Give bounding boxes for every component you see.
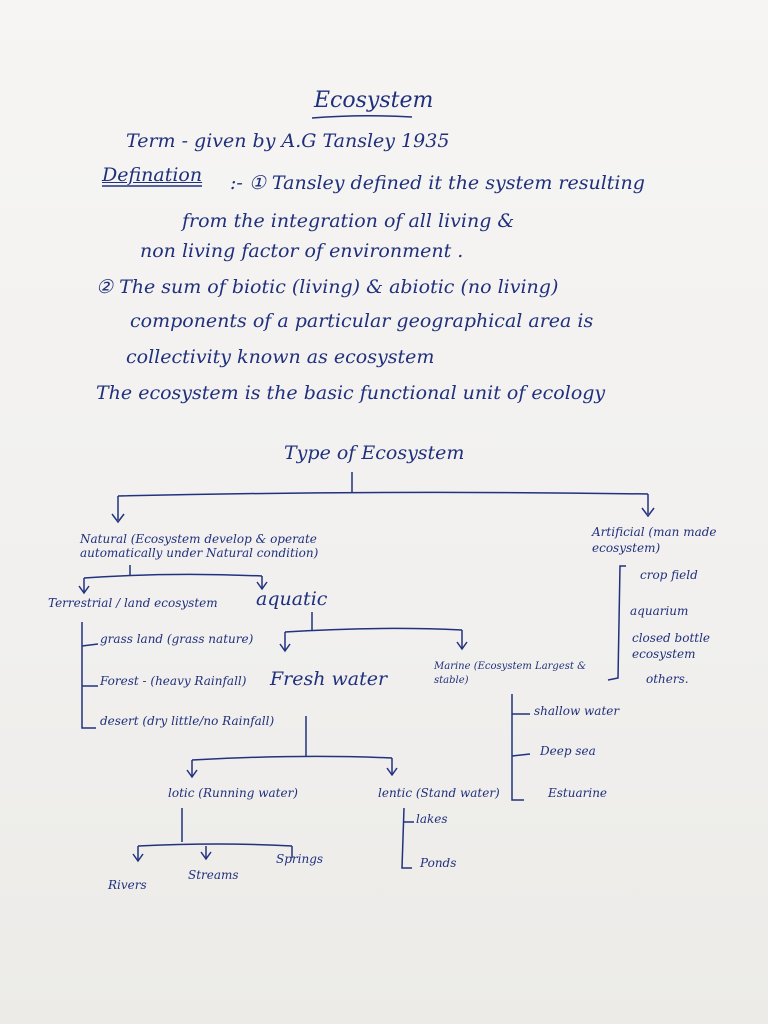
ecosystem-unit-line: The ecosystem is the basic functional un… xyxy=(96,382,606,404)
marine-item-3: Estuarine xyxy=(548,786,608,800)
definition-2-line-a: ② The sum of biotic (living) & abiotic (… xyxy=(96,276,559,298)
node-lentic: lentic (Stand water) xyxy=(378,786,500,800)
artificial-item-1: crop field xyxy=(640,568,698,582)
artificial-item-4: others. xyxy=(646,672,689,686)
definition-label: Defination xyxy=(102,164,203,186)
lentic-item-1: lakes xyxy=(416,812,448,826)
terrestrial-item-1: grass land (grass nature) xyxy=(100,632,254,646)
node-artificial: Artificial (man made ecosystem) xyxy=(592,525,717,555)
definition-1-line-a: :- ① Tansley defined it the system resul… xyxy=(230,172,645,194)
definition-1-line-c: non living factor of environment . xyxy=(140,240,464,262)
terrestrial-item-2: Forest - (heavy Rainfall) xyxy=(100,674,247,688)
node-lotic: lotic (Running water) xyxy=(168,786,298,800)
artificial-item-2: aquarium xyxy=(630,604,689,618)
artificial-item-3: closed bottle ecosystem xyxy=(632,631,711,661)
lotic-item-1: Rivers xyxy=(108,878,147,892)
lotic-item-3: Springs xyxy=(276,852,324,866)
marine-item-1: shallow water xyxy=(534,704,620,718)
term-line: Term - given by A.G Tansley 1935 xyxy=(126,130,450,152)
lentic-item-2: Ponds xyxy=(420,856,457,870)
lotic-item-2: Streams xyxy=(188,868,239,882)
node-terrestrial: Terrestrial / land ecosystem xyxy=(48,596,218,610)
tree-root: Type of Ecosystem xyxy=(284,442,465,464)
definition-2-line-c: collectivity known as ecosystem xyxy=(126,346,435,368)
node-natural: Natural (Ecosystem develop & operate aut… xyxy=(80,532,319,560)
definition-1-line-b: from the integration of all living & xyxy=(182,210,515,232)
marine-item-2: Deep sea xyxy=(540,744,596,758)
definition-2-line-b: components of a particular geographical … xyxy=(130,310,594,332)
node-marine: Marine (Ecosystem Largest & stable) xyxy=(434,661,586,686)
page-title: Ecosystem xyxy=(314,88,434,113)
terrestrial-item-3: desert (dry little/no Rainfall) xyxy=(100,714,275,728)
node-aquatic: aquatic xyxy=(256,588,328,610)
node-freshwater: Fresh water xyxy=(270,668,388,690)
